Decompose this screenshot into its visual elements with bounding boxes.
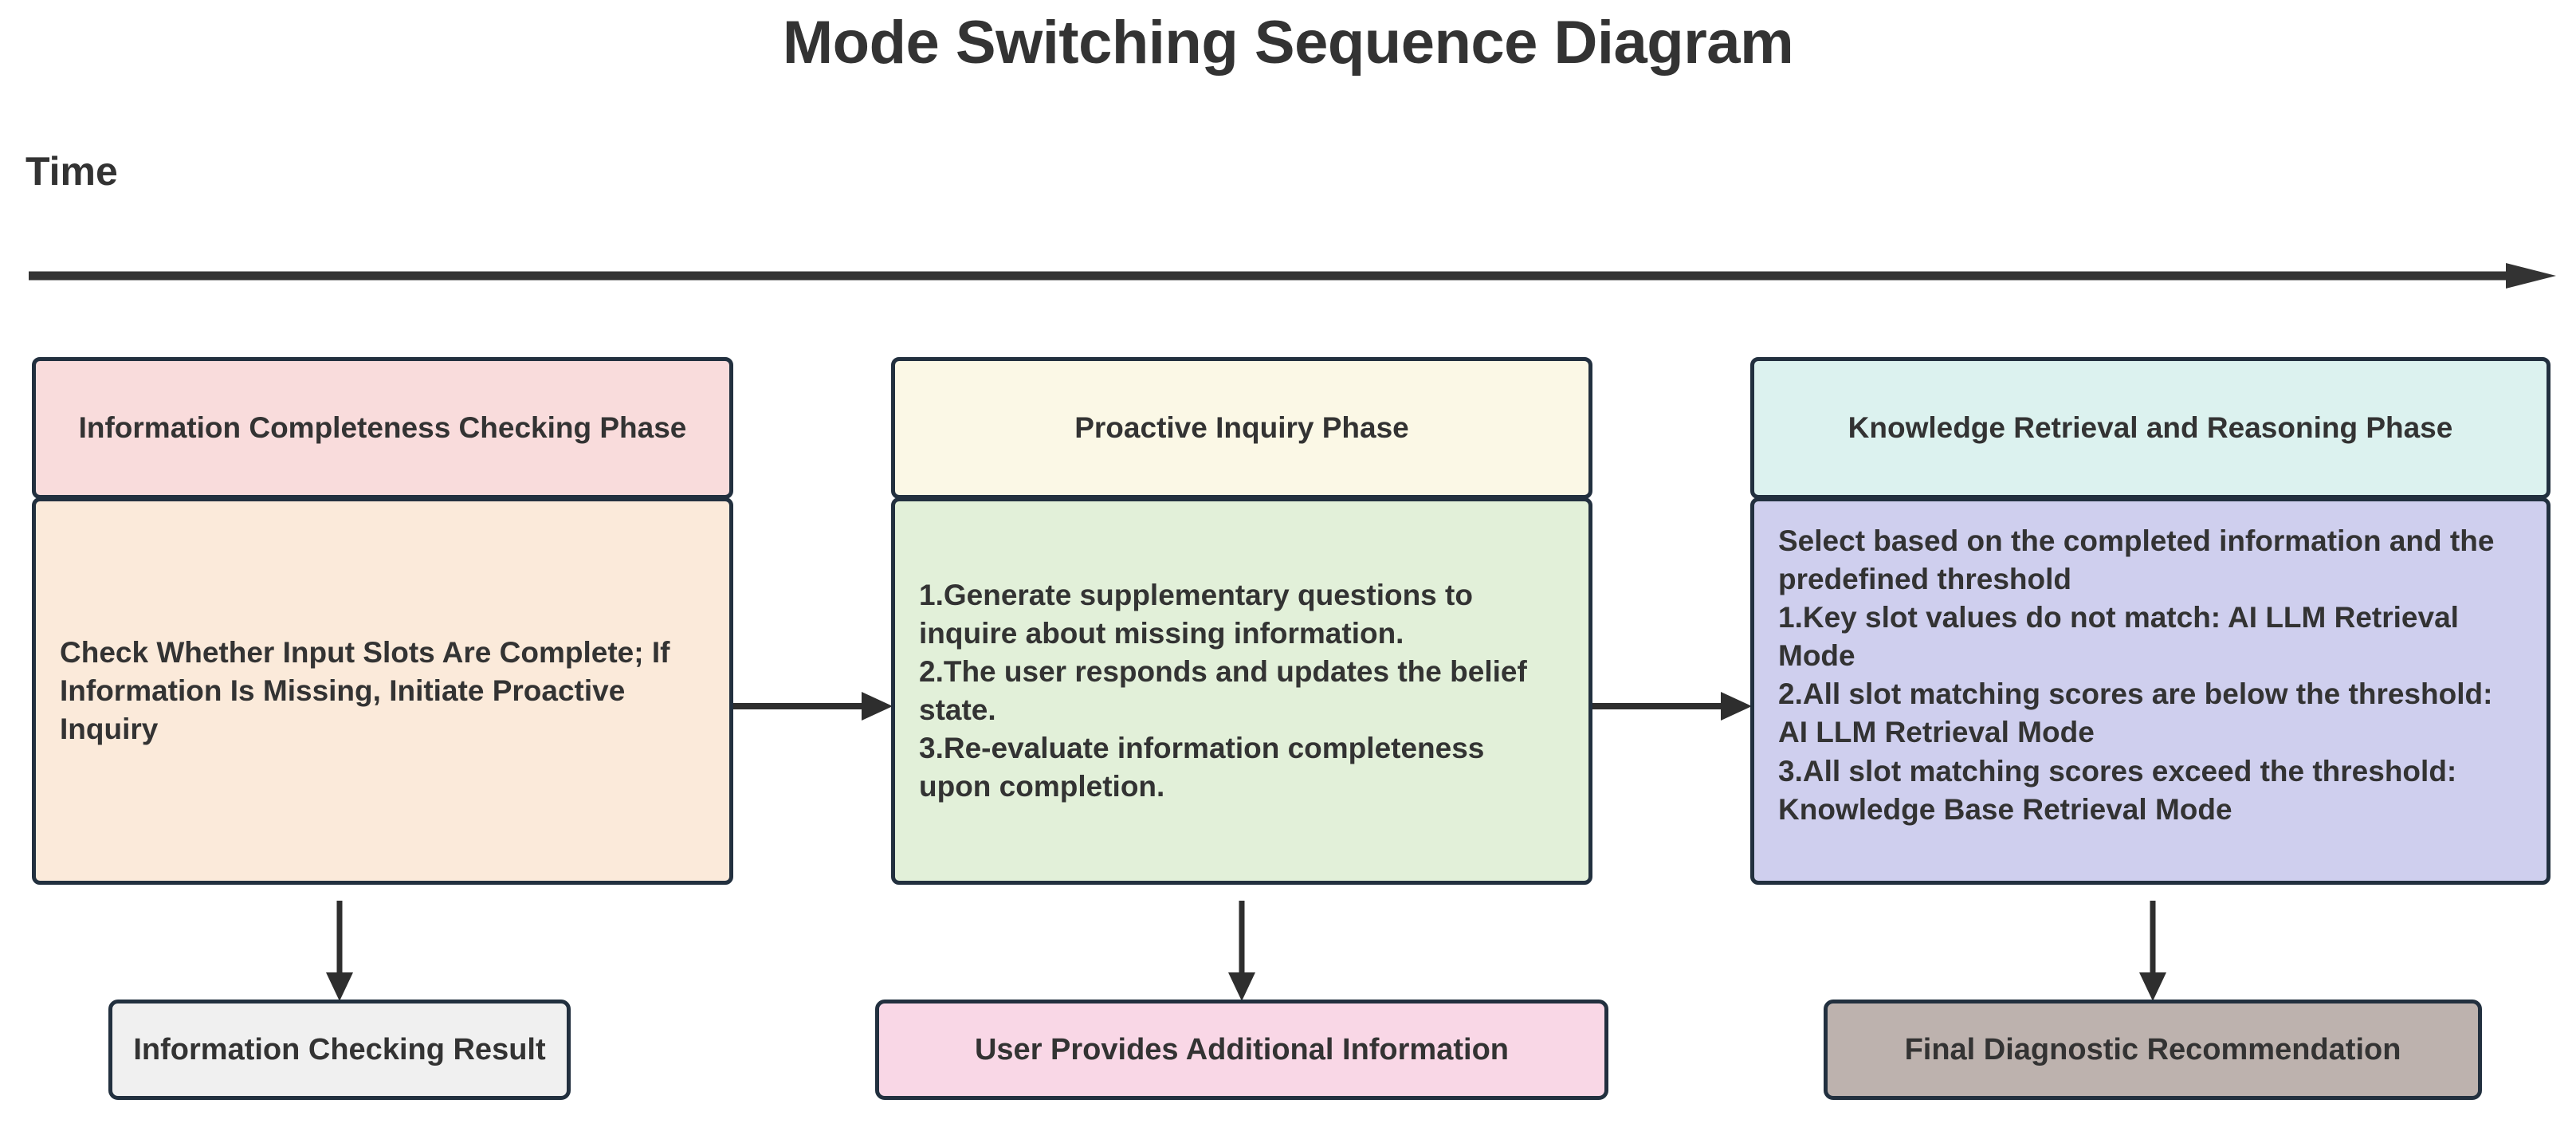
phase-header-1[interactable]: Proactive Inquiry Phase <box>891 357 1592 499</box>
phase-column-proactive-inquiry: Proactive Inquiry Phase 1.Generate suppl… <box>891 357 1592 885</box>
phase-body-2[interactable]: Select based on the completed informatio… <box>1750 497 2550 885</box>
time-axis-arrow-icon <box>29 263 2556 289</box>
connector-arrow-phase0-to-outcome0-icon <box>326 901 353 1001</box>
page-title: Mode Switching Sequence Diagram <box>782 9 1794 77</box>
outcome-box-user-provides-additional-information[interactable]: User Provides Additional Information <box>875 1000 1608 1100</box>
connector-arrow-phase1-to-outcome1-icon <box>1228 901 1255 1001</box>
outcome-box-final-diagnostic-recommendation[interactable]: Final Diagnostic Recommendation <box>1824 1000 2482 1100</box>
phase-column-knowledge-retrieval: Knowledge Retrieval and Reasoning Phase … <box>1750 357 2550 885</box>
connector-arrow-phase0-to-phase1-icon <box>729 692 893 721</box>
phase-header-2[interactable]: Knowledge Retrieval and Reasoning Phase <box>1750 357 2550 499</box>
connector-arrow-phase1-to-phase2-icon <box>1588 692 1752 721</box>
phase-body-1[interactable]: 1.Generate supplementary questions to in… <box>891 497 1592 885</box>
phase-column-information-completeness: Information Completeness Checking Phase … <box>32 357 733 885</box>
time-axis-label: Time <box>26 149 118 194</box>
phase-body-0[interactable]: Check Whether Input Slots Are Complete; … <box>32 497 733 885</box>
connector-arrow-phase2-to-outcome2-icon <box>2139 901 2166 1001</box>
outcome-box-information-checking-result[interactable]: Information Checking Result <box>108 1000 571 1100</box>
phase-header-0[interactable]: Information Completeness Checking Phase <box>32 357 733 499</box>
